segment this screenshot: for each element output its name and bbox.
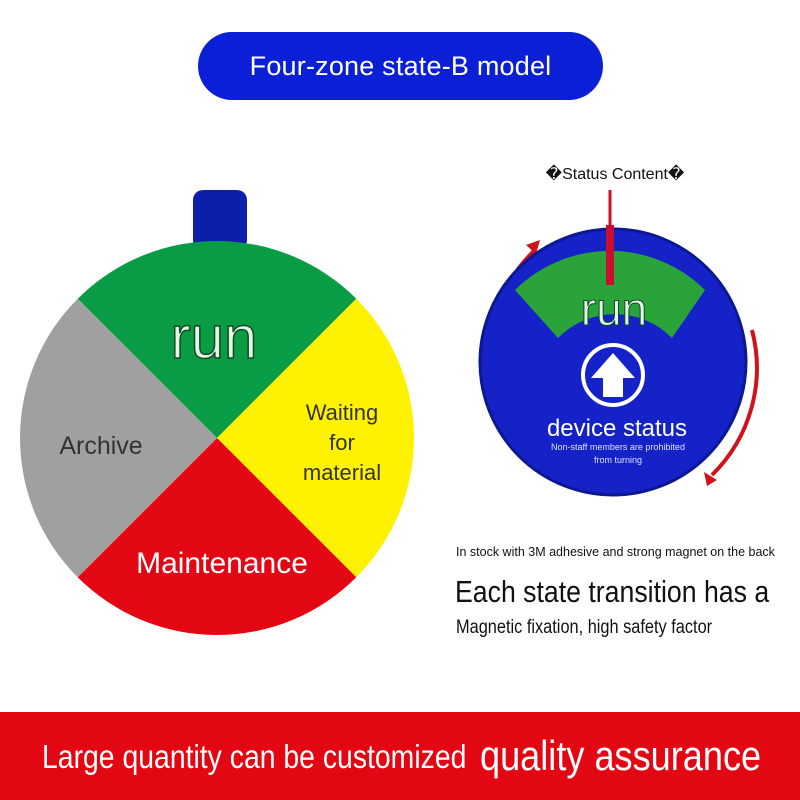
zone-run: [77, 241, 357, 438]
rotate-arrow-left-head: [526, 240, 540, 254]
feature-headline: Each state transition has a: [455, 574, 770, 609]
footer-quality-text: quality assurance: [480, 732, 762, 779]
device-notice-line1: Non-staff members are prohibited: [551, 442, 685, 452]
zone-maintenance-label: Maintenance: [136, 547, 308, 580]
zone-waiting: [217, 298, 414, 578]
zone-archive: [20, 298, 217, 578]
wheel-tab: [193, 190, 247, 250]
status-pointer: [606, 225, 614, 285]
status-content-label: �Status Content�: [545, 166, 685, 183]
status-window-text: run: [581, 283, 647, 335]
status-window: [515, 250, 705, 338]
zone-waiting-label-3: material: [303, 460, 381, 485]
feature-subline: Magnetic fixation, high safety factor: [456, 617, 713, 638]
device-status-title: device status: [547, 415, 687, 442]
page-title: Four-zone state-B model: [249, 50, 552, 81]
zone-maintenance: [77, 438, 357, 635]
device-status-disc: run device status Non-staff members are …: [478, 190, 759, 497]
stock-note: In stock with 3M adhesive and strong mag…: [456, 545, 775, 559]
footer-banner: Large quantity can be customized quality…: [0, 712, 800, 800]
zone-run-label: run: [171, 304, 258, 371]
footer-customize-text: Large quantity can be customized: [42, 738, 467, 775]
zone-archive-label: Archive: [59, 432, 142, 460]
four-zone-wheel: run Waiting for material Archive Mainten…: [20, 190, 414, 635]
up-arrow-icon: [581, 343, 645, 407]
rotate-arrow-right: [710, 329, 759, 477]
title-banner: Four-zone state-B model: [198, 32, 603, 100]
rotate-arrow-right-head: [704, 472, 717, 486]
zone-waiting-label-2: for: [329, 430, 355, 455]
device-notice-line2: from turning: [594, 455, 642, 465]
zone-waiting-label-1: Waiting: [306, 400, 379, 425]
